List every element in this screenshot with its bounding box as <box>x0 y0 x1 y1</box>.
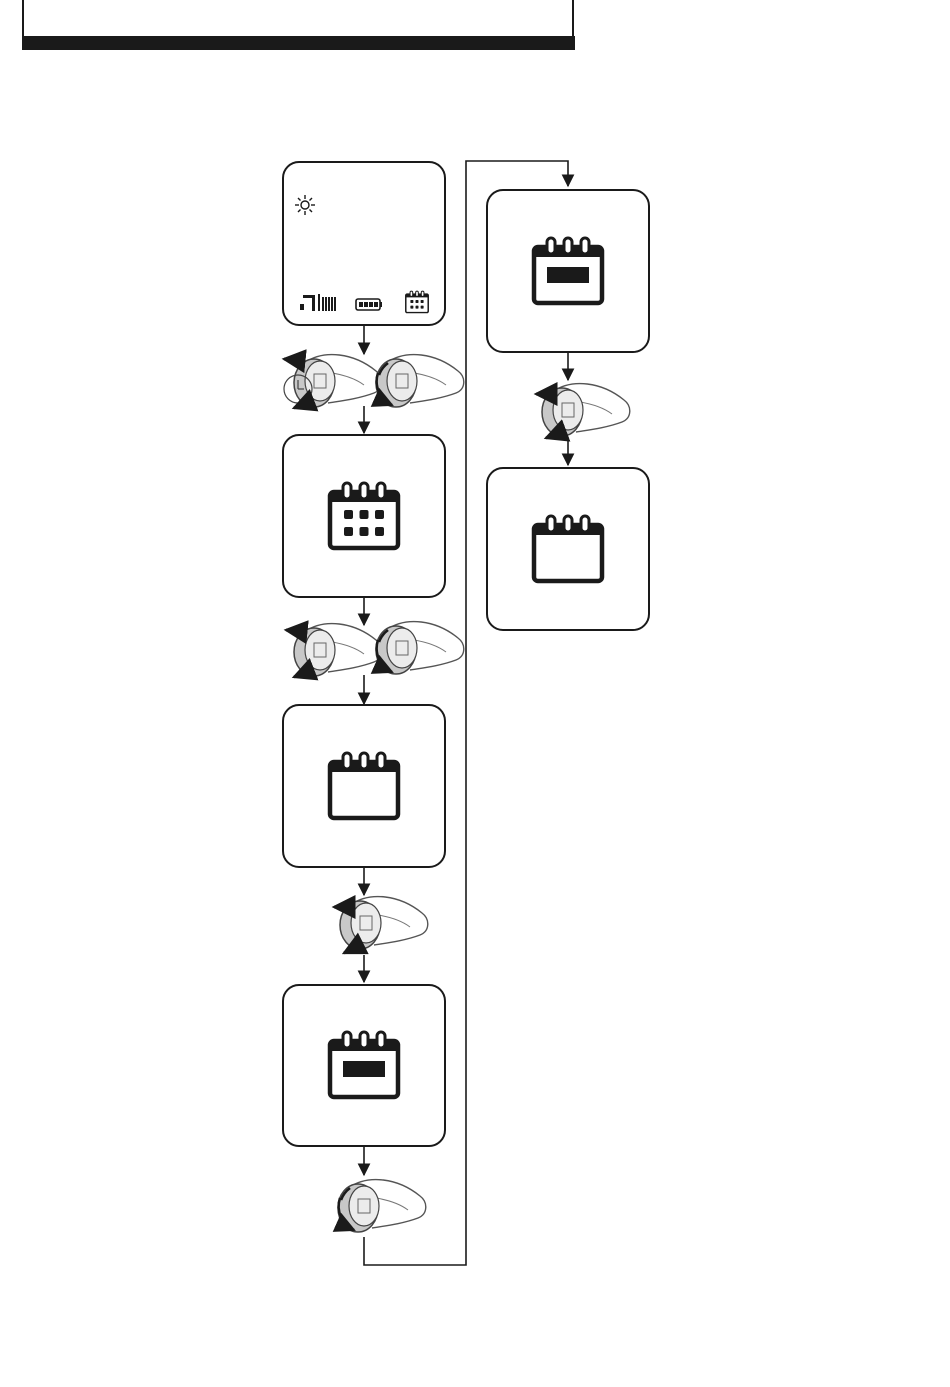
screen-calendar-grid <box>283 435 445 597</box>
calendar-bar-icon <box>534 238 602 303</box>
screen-calendar-empty-2 <box>487 468 649 630</box>
rotate-knob-icon <box>376 355 464 407</box>
step-5-actions <box>536 384 630 438</box>
calendar-empty-icon <box>330 753 398 818</box>
press-knob-icon <box>286 624 382 677</box>
step-4-actions <box>338 1180 426 1232</box>
press-knob-icon <box>334 897 428 953</box>
press-knob-icon <box>536 384 630 438</box>
calendar-grid-icon <box>406 291 428 312</box>
rotate-knob-icon <box>376 622 464 674</box>
screen-home <box>283 162 445 325</box>
calendar-grid-icon <box>330 483 398 548</box>
screen-calendar-bar <box>283 985 445 1146</box>
screen-calendar-bar-2 <box>487 190 649 352</box>
press-and-hold-knob-icon <box>284 355 382 408</box>
screen-calendar-empty <box>283 705 445 867</box>
step-2-actions <box>286 622 464 677</box>
calendar-empty-icon <box>534 516 602 581</box>
step-1-actions <box>284 355 464 408</box>
step-3-actions <box>334 897 428 953</box>
calendar-bar-icon <box>330 1032 398 1097</box>
battery-icon <box>356 299 382 310</box>
rotate-knob-icon <box>338 1180 426 1232</box>
